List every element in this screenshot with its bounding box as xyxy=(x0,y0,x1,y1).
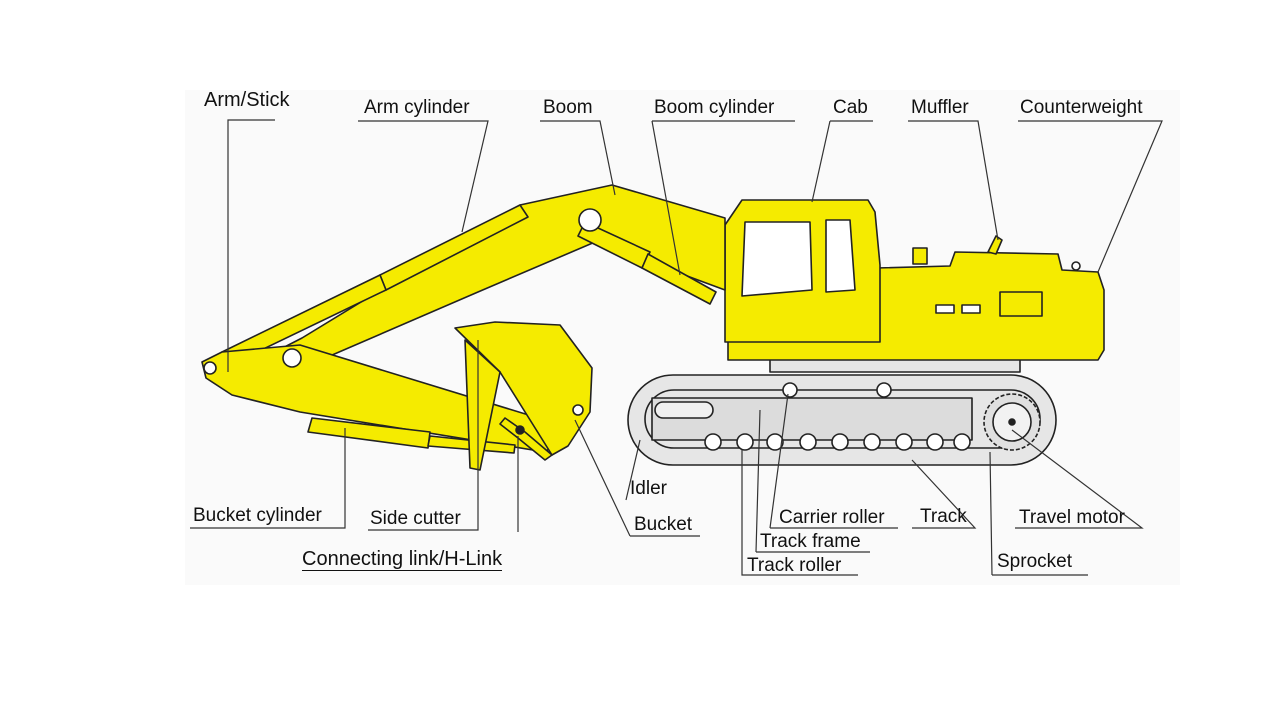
leader-bucket xyxy=(574,419,700,537)
leader-arm-cylinder xyxy=(358,120,489,233)
carrier-roller-1 xyxy=(782,382,798,398)
link-pin xyxy=(515,425,525,435)
bucket xyxy=(454,321,593,456)
label-bucket-cylinder: Bucket cylinder xyxy=(193,505,322,526)
track-roller-1 xyxy=(704,433,722,451)
label-cab: Cab xyxy=(833,97,868,118)
track-roller-6 xyxy=(863,433,881,451)
label-sprocket: Sprocket xyxy=(997,551,1072,572)
arm-tip-pin xyxy=(203,361,217,375)
label-track: Track xyxy=(920,506,967,527)
cab-window-front xyxy=(741,221,813,297)
air-intake xyxy=(912,247,928,265)
leader-bucket-cylinder xyxy=(190,428,346,529)
leader-side-cutter xyxy=(368,340,479,531)
label-idler: Idler xyxy=(630,478,667,499)
track-roller-2 xyxy=(736,433,754,451)
bucket-cylinder xyxy=(307,417,431,449)
leader-track-frame xyxy=(755,409,870,553)
leader-sprocket xyxy=(989,451,1088,576)
leader-track xyxy=(911,459,977,529)
label-boom: Boom xyxy=(543,97,593,118)
leader-carrier-roller xyxy=(769,393,898,529)
track-roller-4 xyxy=(799,433,817,451)
label-travel-motor: Travel motor xyxy=(1019,507,1125,528)
muffler xyxy=(987,235,1003,255)
label-carrier-roller: Carrier roller xyxy=(779,507,885,528)
leader-lines xyxy=(190,119,1163,576)
leader-track-roller xyxy=(741,450,858,576)
side-cutter xyxy=(464,339,501,471)
label-muffler: Muffler xyxy=(911,97,969,118)
track-roller-7 xyxy=(895,433,913,451)
track-roller-9 xyxy=(953,433,971,451)
leader-travel-motor xyxy=(1011,429,1144,529)
track-frame xyxy=(651,397,973,441)
grille-1 xyxy=(935,304,955,314)
bucket-pin xyxy=(572,404,584,416)
idler-slot xyxy=(654,401,714,419)
leader-counterweight xyxy=(1018,120,1163,273)
track-roller-8 xyxy=(926,433,944,451)
label-arm-stick: Arm/Stick xyxy=(204,89,290,111)
cab-window-side xyxy=(825,219,856,293)
leader-boom xyxy=(540,120,616,196)
boom-pin xyxy=(578,208,602,232)
label-track-frame: Track frame xyxy=(760,531,861,552)
label-boom-cylinder: Boom cylinder xyxy=(654,97,775,118)
label-connecting-link: Connecting link/H-Link xyxy=(302,548,503,571)
label-side-cutter: Side cutter xyxy=(370,508,461,529)
carrier-roller-2 xyxy=(876,382,892,398)
leader-boom-cylinder xyxy=(651,120,795,276)
track-roller-5 xyxy=(831,433,849,451)
side-panel xyxy=(999,291,1043,317)
leader-cab xyxy=(811,120,873,203)
arm-pivot-pin xyxy=(282,348,302,368)
grille-2 xyxy=(961,304,981,314)
label-arm-cylinder: Arm cylinder xyxy=(364,97,470,118)
excavator xyxy=(201,184,1105,471)
connecting-link xyxy=(499,417,553,461)
leader-idler xyxy=(625,439,641,501)
upper-structure xyxy=(724,199,1105,373)
label-bucket: Bucket xyxy=(634,514,693,535)
leader-muffler xyxy=(908,120,999,241)
track-assembly xyxy=(627,374,1057,466)
label-track-roller: Track roller xyxy=(747,555,842,576)
sprocket-hub xyxy=(1008,418,1016,426)
label-counterweight: Counterweight xyxy=(1020,97,1143,118)
leader-arm-stick xyxy=(227,119,275,372)
track-roller-3 xyxy=(766,433,784,451)
counterweight-hook xyxy=(1071,261,1081,271)
boom-cylinder-rod xyxy=(641,253,717,305)
